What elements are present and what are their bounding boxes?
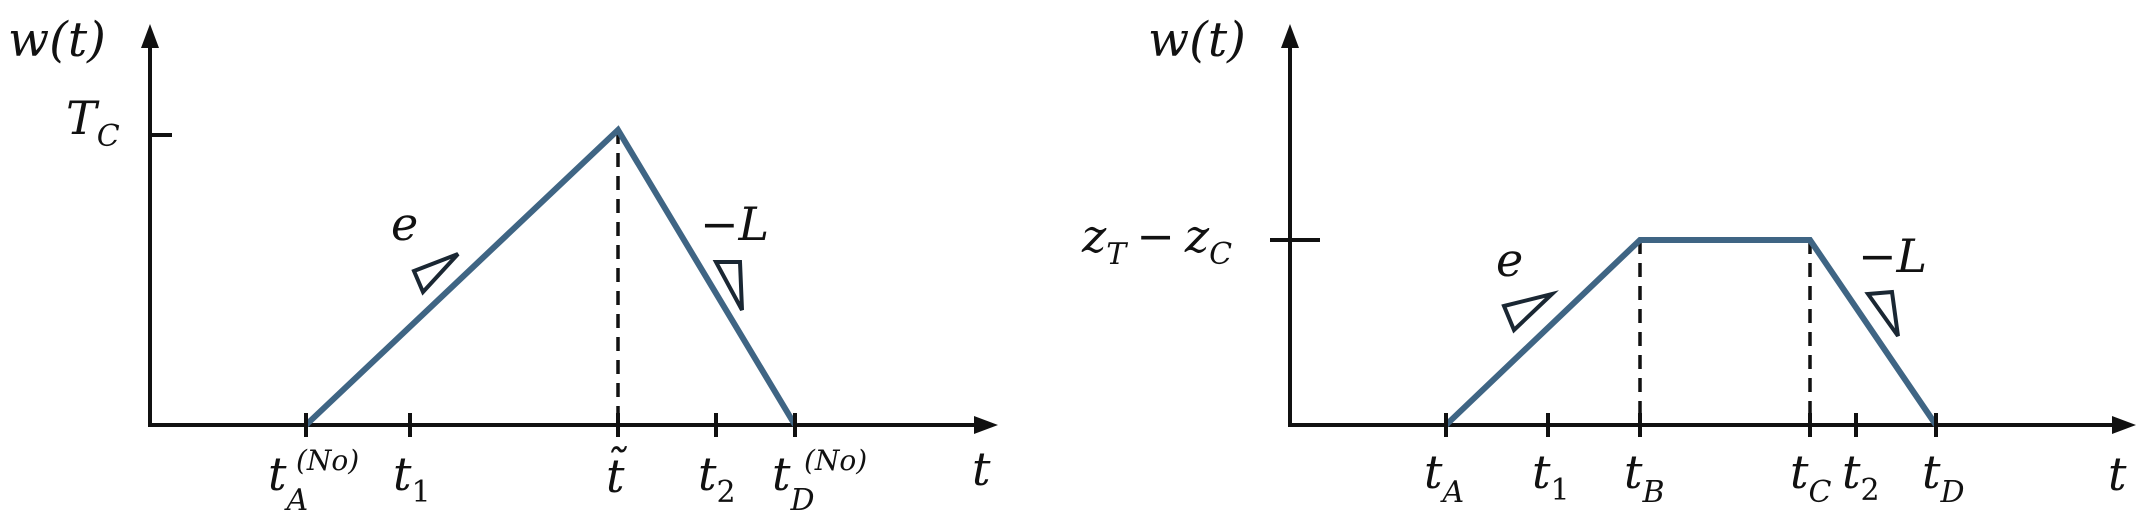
left-y-axis-arrow (141, 24, 159, 48)
left-x-tick-label-t1: t1 (393, 447, 431, 510)
right-panel: w(t) t zT−zC e −L tA t1 tB tC t2 tD (1081, 12, 2136, 510)
left-x-axis-arrow (974, 416, 998, 434)
left-slope-up-label: e (391, 197, 418, 251)
right-x-tick-label-tD: tD (1922, 445, 1965, 510)
left-slope-down-label: −L (700, 197, 769, 251)
right-x-tick-label-t2: t2 (1842, 445, 1880, 508)
left-x-tick-label-t2: t2 (698, 447, 736, 510)
right-x-tick-label-tB: tB (1624, 445, 1665, 510)
right-x-tick-label-t1: t1 (1532, 445, 1570, 508)
left-x-tick-label-tA-sup: (No) (296, 444, 359, 477)
right-slope-up-triangle (1501, 290, 1559, 334)
left-y-axis-label: w(t) (8, 12, 106, 68)
left-x-tick-label-tD: tD (772, 447, 815, 518)
right-slope-up-label: e (1496, 233, 1523, 287)
left-x-tick-label-ttilde: t̃ (606, 446, 627, 503)
right-trapezoid-curve (1443, 237, 1939, 428)
left-panel: w(t) t TC e −L tA (No) t1 t̃ t2 tD (No) (8, 12, 998, 518)
left-x-axis-label: t (972, 442, 991, 496)
left-y-tick-label: TC (66, 91, 120, 154)
left-triangle-curve (303, 125, 798, 428)
left-slope-down-triangle (712, 260, 744, 311)
right-x-tick-label-tC: tC (1790, 445, 1832, 510)
right-slope-down-triangle (1864, 289, 1900, 338)
right-x-tick-label-tA: tA (1424, 445, 1464, 510)
right-y-axis-label: w(t) (1148, 12, 1246, 68)
right-x-axis-label: t (2108, 447, 2127, 501)
left-x-tick-label-tD-sup: (No) (804, 444, 867, 477)
right-y-axis-arrow (1281, 24, 1299, 48)
right-slope-down-label: −L (1858, 229, 1927, 283)
right-y-tick-label: zT−zC (1081, 209, 1232, 272)
left-x-tick-label-tA: tA (268, 447, 308, 518)
left-slope-up-triangle (411, 252, 460, 296)
right-x-axis-arrow (2112, 416, 2136, 434)
